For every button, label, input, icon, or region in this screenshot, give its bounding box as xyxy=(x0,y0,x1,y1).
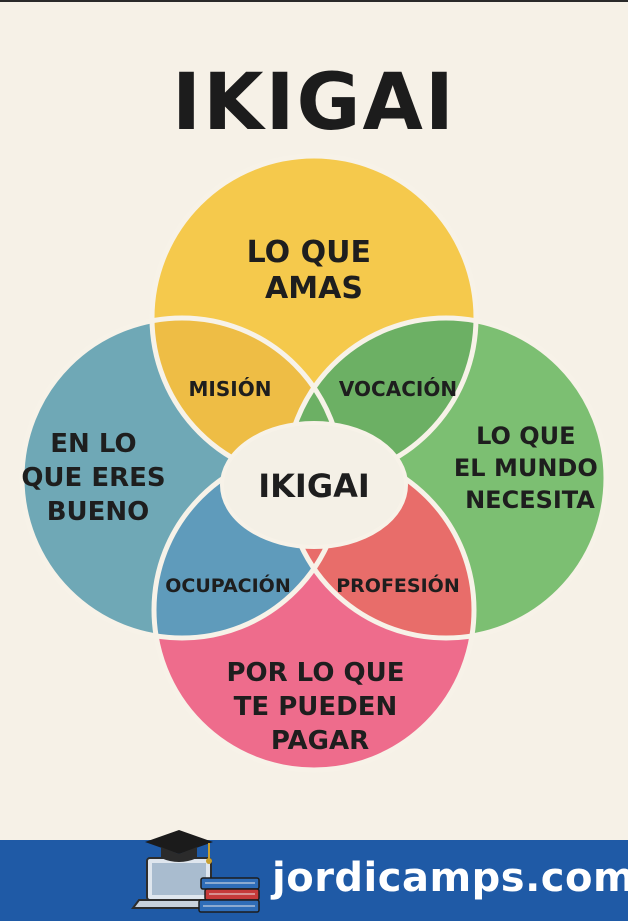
footer-bar xyxy=(0,840,628,921)
left-circle-label: EN LO QUE ERES BUENO xyxy=(21,429,174,527)
graduation-cap-laptop-books-icon xyxy=(131,830,260,913)
center-label: IKIGAI xyxy=(258,467,370,505)
mision-label: MISIÓN xyxy=(189,377,272,401)
top-circle-label: LO QUE AMAS xyxy=(247,235,382,306)
vocacion-label: VOCACIÓN xyxy=(339,377,457,401)
ikigai-venn-diagram: LO QUE AMAS EN LO QUE ERES BUENO LO QUE … xyxy=(21,156,606,770)
page-title: IKIGAI xyxy=(172,58,456,148)
profesion-label: PROFESIÓN xyxy=(336,573,459,597)
ocupacion-label: OCUPACIÓN xyxy=(165,573,290,597)
right-circle-label: LO QUE EL MUNDO NECESITA xyxy=(454,422,606,514)
footer-site-link[interactable]: jordicamps.com xyxy=(272,855,628,901)
center-ellipse xyxy=(220,421,408,549)
bottom-circle-label: POR LO QUE TE PUEDEN PAGAR xyxy=(226,658,413,756)
top-border xyxy=(0,0,628,2)
